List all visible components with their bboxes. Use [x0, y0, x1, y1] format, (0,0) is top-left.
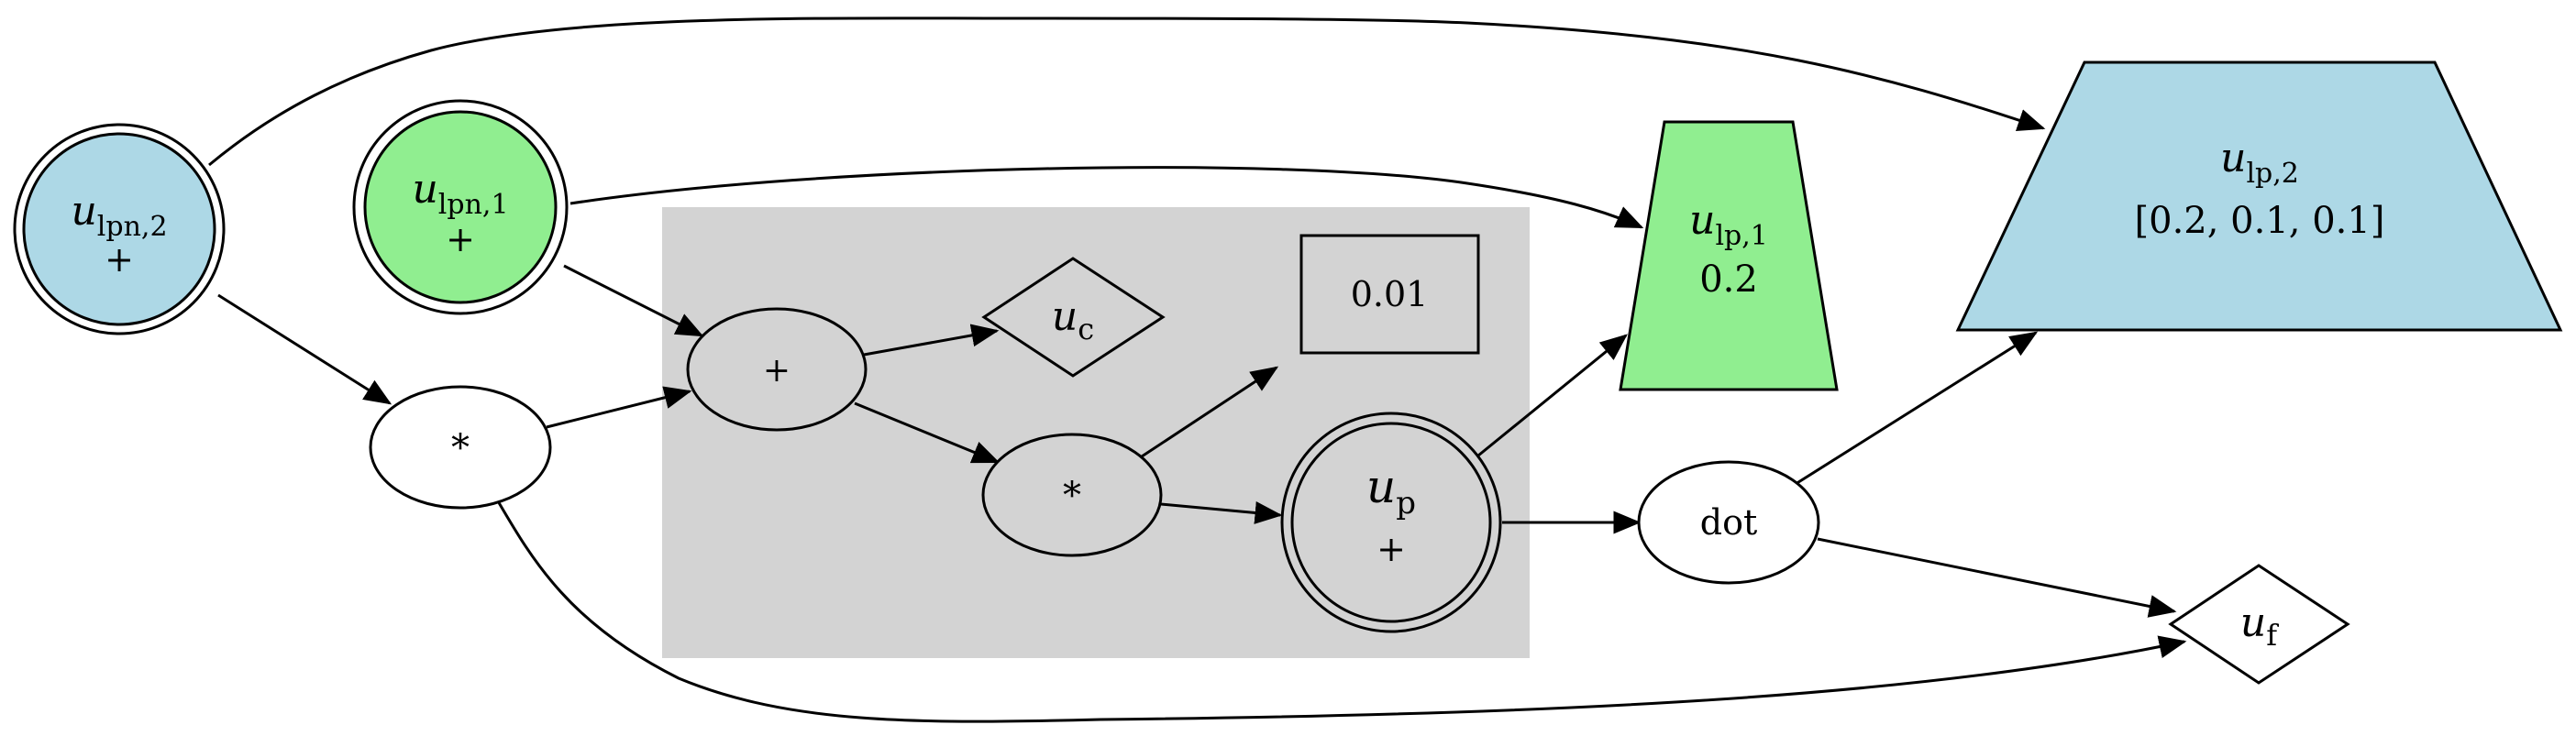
node-uf: uf — [2168, 564, 2350, 685]
node-up-symbol: u — [1366, 460, 1396, 513]
node-ulp1: ulp,1 0.2 — [1619, 120, 1839, 391]
edge-mul-uf — [495, 499, 2187, 723]
node-const: 0.01 — [1299, 234, 1480, 355]
edge-ulpn2-mul — [217, 293, 392, 405]
edge-plus-mulinner — [854, 401, 1001, 464]
edge-mul-plus — [546, 386, 692, 429]
node-uc: uc — [981, 257, 1166, 378]
node-ulpn2-op: + — [105, 239, 134, 280]
node-uc-sub: c — [1078, 312, 1094, 346]
edge-dot-uf — [1817, 537, 2177, 618]
node-ulpn2-inner — [22, 132, 216, 326]
node-plus-inner: + — [686, 307, 868, 432]
node-mul-outer-shape — [369, 385, 552, 510]
node-ulp1-value: 0.2 — [1699, 258, 1758, 301]
node-const-shape — [1299, 234, 1480, 355]
node-ulpn1-inner — [363, 110, 558, 304]
svg-text:uc: uc — [1052, 293, 1094, 346]
edge-dot-ulp2 — [1795, 331, 2039, 486]
node-mul-inner-label: * — [1063, 475, 1081, 517]
svg-text:ulp,1: ulp,1 — [1689, 197, 1768, 252]
edge-mulinner-up — [1160, 501, 1283, 524]
node-up-op: + — [1376, 529, 1406, 569]
node-dot: dot — [1637, 460, 1820, 585]
node-ulpn1-symbol: u — [412, 166, 437, 213]
node-ulp1-symbol: u — [1689, 197, 1715, 244]
node-ulp2-symbol: u — [2220, 135, 2246, 181]
node-ulpn1-sub: lpn,1 — [438, 189, 509, 221]
edge-mulinner-const — [1138, 366, 1279, 460]
node-mul-outer: * — [369, 385, 552, 510]
node-up: up + — [1280, 412, 1502, 633]
node-ulpn1-op: + — [446, 219, 475, 259]
node-uf-symbol: u — [2240, 599, 2266, 646]
svg-text:up: up — [1366, 460, 1416, 522]
node-up-sub: p — [1396, 485, 1416, 522]
edge-ulpn2-ulp2 — [208, 16, 2046, 167]
node-ulpn2-symbol: u — [71, 188, 96, 235]
node-uf-sub: f — [2266, 618, 2279, 653]
edge-ulpn1-plus — [563, 264, 704, 337]
node-plus-inner-label: + — [763, 352, 790, 390]
node-ulpn2: ulpn,2 + — [13, 123, 226, 335]
node-const-label: 0.01 — [1351, 274, 1429, 314]
node-up-inner — [1290, 422, 1492, 623]
edge-plus-uc — [863, 324, 1000, 357]
svg-text:ulpn,1: ulpn,1 — [412, 166, 508, 221]
node-ulpn2-sub: lpn,2 — [97, 211, 168, 243]
node-ulp2-shape — [1955, 60, 2563, 332]
node-ulp2-sub: lp,2 — [2246, 158, 2298, 190]
node-mul-outer-label: * — [451, 427, 470, 469]
svg-text:ulp,2: ulp,2 — [2220, 135, 2299, 190]
node-mul-inner: * — [981, 433, 1163, 557]
edge-up-ulp1 — [1477, 334, 1628, 457]
node-ulpn1: ulpn,1 + — [352, 99, 569, 315]
edges — [208, 16, 2187, 723]
node-uc-symbol: u — [1052, 293, 1078, 340]
node-uf-shape — [2168, 564, 2350, 685]
node-dot-shape — [1637, 460, 1820, 585]
node-mul-inner-shape — [981, 433, 1163, 557]
node-plus-inner-shape — [686, 307, 868, 432]
node-ulp1-sub: lp,1 — [1715, 220, 1767, 252]
edge-ulpn1-ulp1 — [569, 166, 1644, 229]
node-ulp2-value: [0.2, 0.1, 0.1] — [2135, 200, 2385, 242]
node-uc-shape — [981, 257, 1166, 378]
node-ulp2: ulp,2 [0.2, 0.1, 0.1] — [1955, 60, 2563, 332]
svg-text:uf: uf — [2240, 599, 2279, 653]
node-ulp1-shape — [1619, 120, 1839, 391]
node-dot-label: dot — [1700, 502, 1757, 543]
svg-text:ulpn,2: ulpn,2 — [71, 188, 167, 243]
